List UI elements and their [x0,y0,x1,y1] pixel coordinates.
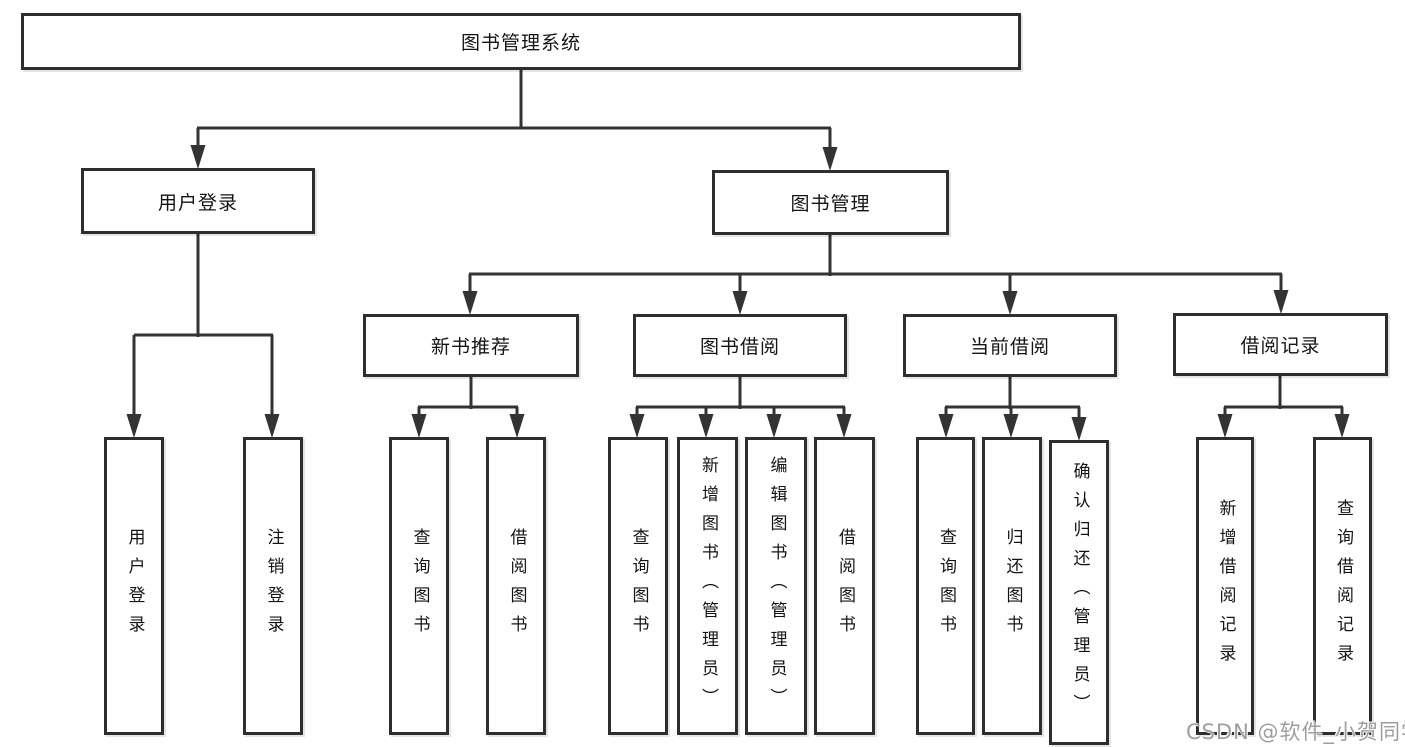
arrowhead [1002,291,1018,315]
arrowhead [462,291,478,315]
leaf-add-book-admin: 新增图书（管理员） [677,437,738,735]
leaf-query-books-borrowing: 查询图书 [608,437,668,735]
arrowhead [1273,290,1289,314]
node-current-borrowing: 当前借阅 [903,314,1117,377]
arrowhead [629,414,645,438]
arrowhead [938,414,954,438]
arrowhead [264,414,280,438]
leaf-query-books-current: 查询图书 [916,437,975,735]
node-user-login: 用户登录 [81,168,315,234]
leaf-confirm-return-admin: 确认归还（管理员） [1049,440,1109,745]
arrowhead [1217,414,1233,438]
leaf-user-login: 用户登录 [104,437,164,735]
node-borrowing-records: 借阅记录 [1173,313,1388,376]
node-new-book-recommendation: 新书推荐 [363,314,579,377]
leaf-query-borrow-record: 查询借阅记录 [1313,437,1372,735]
leaf-add-borrow-record: 新增借阅记录 [1196,437,1254,735]
arrowhead [411,414,427,438]
node-book-management: 图书管理 [712,170,949,235]
arrowhead [732,291,748,315]
leaf-return-books: 归还图书 [982,437,1042,735]
node-library-management-system: 图书管理系统 [21,13,1021,70]
leaf-logout: 注销登录 [243,437,303,735]
leaf-borrow-books-borrowing: 借阅图书 [814,437,875,735]
leaf-query-books-recommend: 查询图书 [389,437,449,735]
arrowhead [126,414,142,438]
arrowhead [509,414,525,438]
arrowhead [1003,414,1019,438]
arrowhead [1334,414,1350,438]
arrowhead [190,145,206,169]
arrowhead [766,414,782,438]
leaf-borrow-books-recommend: 借阅图书 [486,437,546,735]
arrowhead [822,147,838,171]
leaf-edit-book-admin: 编辑图书（管理员） [745,437,807,735]
arrowhead [698,414,714,438]
csdn-watermark: CSDN @软件_小贺同学 [1186,720,1405,744]
arrowhead [836,414,852,438]
arrowhead [1071,417,1087,441]
node-book-borrowing: 图书借阅 [633,314,847,377]
